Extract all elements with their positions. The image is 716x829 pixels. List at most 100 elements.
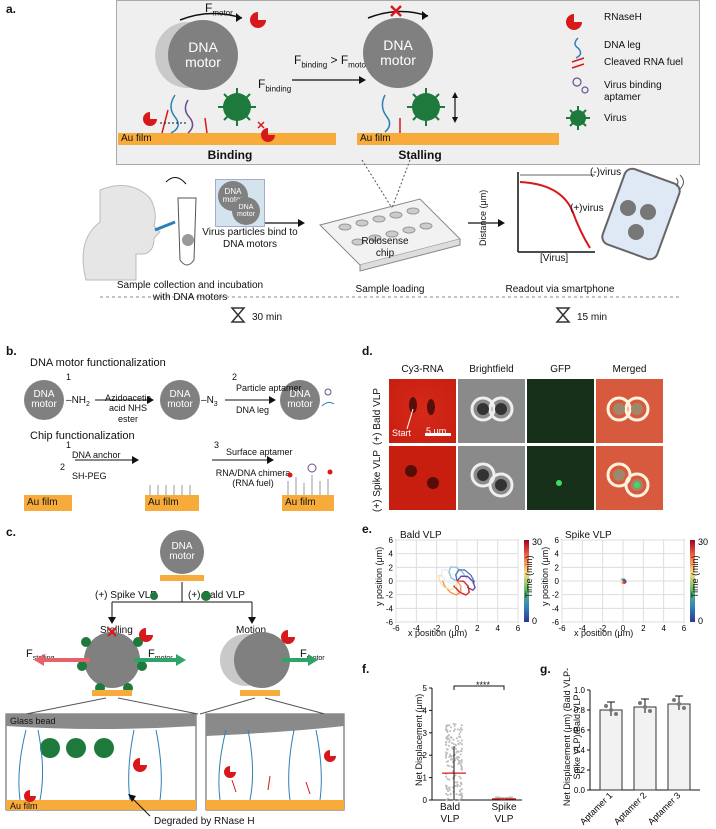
d-cy3-spike <box>389 446 456 510</box>
f-point-bald <box>448 778 451 781</box>
b-au-film-2: Au film <box>145 495 199 511</box>
f-point-bald <box>458 798 461 801</box>
b-num-1: 1 <box>66 372 72 382</box>
f-point-bald <box>446 752 449 755</box>
f-point-bald <box>454 728 457 731</box>
e-cbar-tick-bottom: 0 <box>532 616 537 626</box>
f-point-bald <box>445 740 448 743</box>
f-point-bald <box>445 743 448 746</box>
f-point-bald <box>454 753 457 756</box>
f-ytick-label: 1 <box>423 774 428 783</box>
e-xtick: -2 <box>599 624 607 633</box>
f-point-bald <box>461 748 463 751</box>
e-ytick: 4 <box>555 550 560 559</box>
f-point-bald <box>449 793 452 796</box>
f-point-bald <box>460 759 463 762</box>
panel-label-g: g. <box>540 662 551 676</box>
f-point-bald <box>460 761 463 764</box>
e-xtick: -6 <box>392 624 400 633</box>
f-point-bald <box>456 728 459 731</box>
e-xtick: 6 <box>682 624 687 633</box>
f-point-bald <box>460 781 463 784</box>
panel-a-drawing <box>143 5 590 142</box>
ineq-gt: > F <box>330 53 349 67</box>
c-stalling-label: Stalling <box>100 625 133 636</box>
e-xtick: 4 <box>495 624 500 633</box>
f-motor-sub: motor <box>212 8 233 18</box>
f-binding-sub: binding <box>265 84 292 94</box>
f-point-spike <box>508 796 511 799</box>
f-point-bald <box>457 742 460 745</box>
b-motor-3: DNA motor <box>280 380 320 420</box>
nh2-label: –NH2 <box>66 395 90 408</box>
e-xtick: 0 <box>621 624 626 633</box>
c-fst-f: F <box>26 648 33 660</box>
e-xtick: -4 <box>579 624 587 633</box>
f-ytick-label: 5 <box>423 684 428 693</box>
g-point <box>638 701 642 705</box>
g-ytick-label: 0.0 <box>574 786 586 795</box>
f-binding-label: Fbinding <box>258 77 292 94</box>
motor-text-2: DNA motor <box>380 37 416 68</box>
step-2: Sample loading <box>355 284 425 295</box>
f-significance: **** <box>476 680 491 690</box>
b-motor-2-text: DNA motor <box>167 388 193 410</box>
f-point-bald <box>459 789 462 792</box>
f-point-bald <box>447 733 450 736</box>
g-point <box>643 705 647 709</box>
panel-c-drawing <box>5 582 345 817</box>
d-col-2: Brightfield <box>469 364 514 375</box>
f-motor-f: F <box>205 1 213 15</box>
c-motor-top: DNA motor <box>160 530 204 574</box>
c-fm-f: F <box>148 648 155 660</box>
panel-label-b: b. <box>6 344 17 358</box>
chip-label: Rolosense chip <box>361 236 409 259</box>
nh2: NH <box>71 395 87 406</box>
f-point-bald <box>453 742 456 745</box>
e-ytick: -2 <box>552 591 560 600</box>
f-point-bald <box>449 730 452 733</box>
b-title-2: Chip functionalization <box>30 430 135 442</box>
n3-sub: 3 <box>213 401 218 408</box>
f-sig-bracket <box>453 685 505 690</box>
panel-label-d: d. <box>362 344 373 358</box>
e-ytick: -4 <box>386 604 394 613</box>
b-num-1b: 1 <box>66 440 72 450</box>
e-xtick: 4 <box>661 624 666 633</box>
g-ytick-label: 1.0 <box>574 686 586 695</box>
f-point-bald <box>460 795 463 798</box>
e-ytick: 4 <box>389 550 394 559</box>
e-ytick: 6 <box>555 536 560 545</box>
f-point-bald <box>453 725 456 728</box>
e-ytick: 2 <box>389 563 394 572</box>
time-15: 15 min <box>577 312 608 323</box>
e-ytick: -6 <box>386 618 394 627</box>
inset-motor-2-text: DNA motor <box>237 203 255 218</box>
inset-motor-1-text: DNA motor <box>222 186 244 204</box>
c-degraded: Degraded by RNase H <box>154 816 255 827</box>
f-cat-1: Bald VLP <box>439 802 460 825</box>
f-point-bald <box>445 798 448 801</box>
f-point-spike <box>498 796 501 799</box>
minus-virus-label: (-)virus <box>590 167 622 178</box>
f-point-bald <box>445 748 448 751</box>
f-point-bald <box>460 750 463 753</box>
g-category-label: Aptamer 2 <box>612 790 648 826</box>
f-point-bald <box>456 750 459 753</box>
d-start: Start <box>392 428 412 438</box>
f-point-bald <box>460 792 463 795</box>
f-point-bald <box>445 760 448 763</box>
f-point-bald <box>447 797 450 800</box>
c-glass-bead: Glass bead <box>10 716 56 726</box>
f-point-bald <box>447 737 450 740</box>
f-point-bald <box>451 747 454 750</box>
ineq-sub2: motor <box>348 60 369 70</box>
readout-x-axis: [Virus] <box>540 253 569 264</box>
c-spike-label: (+) Spike VLP <box>95 590 157 601</box>
b-motor-1-text: DNA motor <box>31 388 57 410</box>
f-point-bald <box>448 788 451 791</box>
f-point-bald <box>450 757 453 760</box>
f-point-bald <box>454 744 457 747</box>
f-point-bald <box>460 727 463 730</box>
